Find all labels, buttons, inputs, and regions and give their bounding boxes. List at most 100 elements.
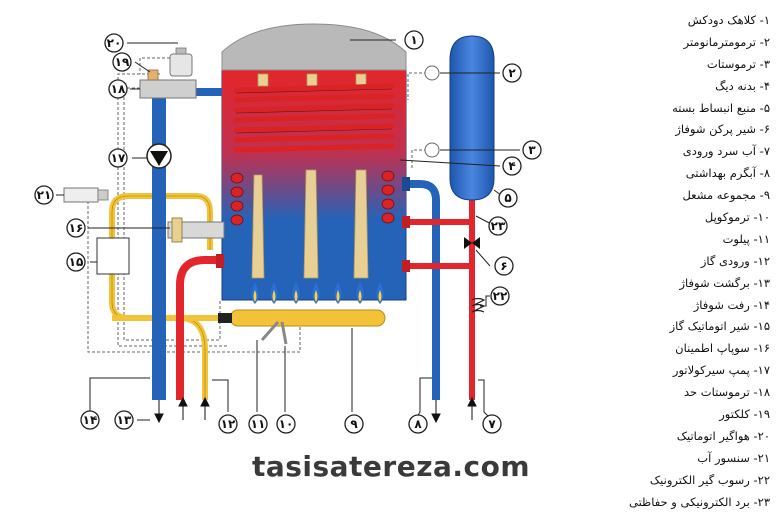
legend-item: ۶- شیر پرکن شوفاژ xyxy=(675,122,770,137)
expansion-tank xyxy=(449,35,495,201)
thermo-manometer xyxy=(424,65,440,81)
callout-number: ۸ xyxy=(414,417,422,431)
callout-17: ۱۷ xyxy=(108,148,128,168)
callout-9: ۹ xyxy=(344,414,364,434)
legend-item: ۱۷- پمپ سیرکولاتور xyxy=(672,363,770,378)
electronic-descaler xyxy=(471,297,486,313)
callout-number: ۱۵ xyxy=(69,255,84,269)
callout-19: ۱۹ xyxy=(112,52,132,72)
callout-number: ۲۲ xyxy=(493,289,508,303)
legend-item: ۵- منبع انبساط بسته xyxy=(672,100,770,115)
callout-6: ۶ xyxy=(494,256,514,276)
heating-supply-pipe xyxy=(176,256,222,400)
callout-11: ۱۱ xyxy=(248,414,268,434)
water-sensor xyxy=(147,69,159,81)
burner-flames xyxy=(251,282,384,304)
callout-number: ۱۸ xyxy=(111,82,126,96)
flame-core-icon xyxy=(378,290,382,302)
leader-lines xyxy=(56,39,520,421)
heat-exchanger-coil xyxy=(233,83,395,153)
callout-number: ۱۴ xyxy=(83,413,98,427)
callout-18: ۱۸ xyxy=(108,79,128,99)
callout-23: ۲۳ xyxy=(488,216,508,236)
legend-item: ۹- مجموعه مشعل xyxy=(682,188,770,203)
watermark: tasisatereza.com xyxy=(251,450,531,483)
flow-arrows xyxy=(154,396,477,424)
callout-16: ۱۶ xyxy=(66,218,86,238)
flame-core-icon xyxy=(358,290,362,302)
legend-item: ۱- کلاهک دودکش xyxy=(687,13,770,27)
legend-list: ۱- کلاهک دودکش ۲- ترمومترمانومتر ۳- ترموست… xyxy=(578,10,770,513)
legend-item: ۲۰- هواگیر اتوماتیک xyxy=(676,428,770,443)
pilot-tube xyxy=(260,321,280,341)
callout-number: ۶ xyxy=(500,259,507,273)
coil-side-rings xyxy=(230,170,395,226)
auto-air-vent xyxy=(169,53,193,77)
gas-auto-valve xyxy=(96,237,130,275)
chimney-hood xyxy=(221,23,407,71)
legend-item: ۱۶- سوپاپ اطمینان xyxy=(675,341,770,356)
callout-number: ۲۰ xyxy=(107,36,122,50)
legend-item: ۱۸- ترموستات حد xyxy=(683,385,770,400)
callout-7: ۷ xyxy=(482,414,502,434)
callout-number: ۷ xyxy=(488,417,496,431)
flame-core-icon xyxy=(336,290,340,302)
callout-number: ۱ xyxy=(410,33,417,47)
flame-core-icon xyxy=(294,290,298,302)
flame-core-icon xyxy=(314,290,318,302)
combustion-columns xyxy=(251,73,369,279)
callout-number: ۱۳ xyxy=(117,413,132,427)
legend-item: ۱۴- رفت شوفاژ xyxy=(693,297,770,312)
legend-item: ۱۱- پیلوت xyxy=(722,231,770,246)
callout-number: ۱۲ xyxy=(221,417,236,431)
callout-14: ۱۴ xyxy=(80,410,100,430)
legend-item: ۱۰- ترموکوپل xyxy=(704,210,770,225)
legend-item: ۴- بدنه دیگ xyxy=(715,78,770,93)
heating-return-pipe xyxy=(152,92,166,400)
callout-20: ۲۰ xyxy=(104,33,124,53)
legend-item: ۲- ترمومترمانومتر xyxy=(683,34,770,49)
legend-item: ۱۵- شیر اتوماتیک گاز xyxy=(669,319,770,334)
legend-item: ۱۲- ورودی گاز xyxy=(700,253,770,268)
callout-number: ۴ xyxy=(508,159,515,173)
callout-number: ۲۱ xyxy=(37,188,52,202)
callout-number: ۱۷ xyxy=(111,151,126,165)
fill-valve xyxy=(464,237,480,249)
callout-1: ۱ xyxy=(404,30,424,50)
legend-item: ۸- آبگرم بهداشتی xyxy=(685,166,770,181)
callout-number: ۳ xyxy=(528,143,536,157)
legend-item: ۲۱- سنسور آب xyxy=(697,450,770,465)
callout-number: ۲۳ xyxy=(491,219,506,233)
callout-12: ۱۲ xyxy=(218,414,238,434)
callout-4: ۴ xyxy=(502,156,522,176)
callout-number: ۱۱ xyxy=(251,417,266,431)
callout-22: ۲۲ xyxy=(490,286,510,306)
callout-13: ۱۳ xyxy=(114,410,134,430)
callout-5: ۵ xyxy=(498,188,518,208)
burner-nozzle xyxy=(218,313,232,323)
legend-item: ۲۲- رسوب گیر الکترونیک xyxy=(649,472,770,487)
callout-number: ۱۶ xyxy=(69,221,84,235)
callout-number: ۵ xyxy=(504,191,511,205)
thermostat xyxy=(424,142,440,158)
legend-item: ۳- ترموستات xyxy=(706,56,770,71)
flame-core-icon xyxy=(272,290,276,302)
callout-15: ۱۵ xyxy=(66,252,86,272)
collector xyxy=(139,79,197,99)
callout-3: ۳ xyxy=(522,140,542,160)
legend-item: ۲۳- برد الکترونیکی و حفاظتی xyxy=(628,494,770,509)
thermocouple-tube xyxy=(280,321,288,345)
callout-number: ۲ xyxy=(508,66,516,80)
callout-21: ۲۱ xyxy=(34,185,54,205)
legend-item: ۱۳- برگشت شوفاژ xyxy=(679,275,770,290)
callout-number: ۱۹ xyxy=(115,55,130,69)
dhw-outlet-pipe xyxy=(406,180,440,400)
flame-core-icon xyxy=(253,290,257,302)
callout-10: ۱۰ xyxy=(276,414,296,434)
legend-item: ۷- آب سرد ورودی xyxy=(682,144,770,159)
electronic-board xyxy=(63,187,99,203)
legend-item: ۱۹- کلکتور xyxy=(719,407,770,422)
callout-number: ۹ xyxy=(350,417,358,431)
